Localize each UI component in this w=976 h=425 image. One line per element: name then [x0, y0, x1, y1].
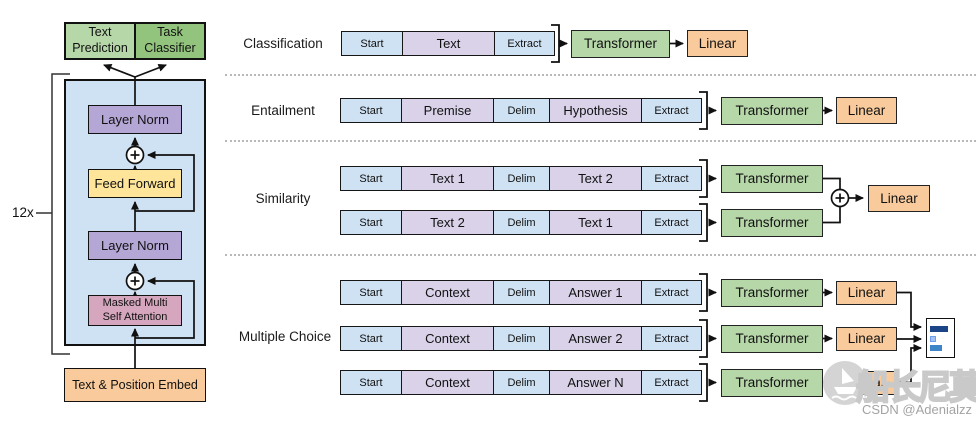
transformer-box: Transformer [721, 324, 823, 353]
token-start: Start [341, 371, 401, 394]
text-prediction-box: Text Prediction [66, 24, 136, 58]
token-row-classification: Start Text Extract [341, 31, 555, 56]
token-text1: Text 1 [401, 167, 493, 190]
linear-box: Linear [868, 184, 930, 212]
token-context: Context [401, 327, 493, 350]
transformer-box: Transformer [721, 96, 823, 125]
token-delim: Delim [493, 371, 549, 394]
transformer-box: Transformer [721, 368, 823, 397]
token-delim: Delim [493, 167, 549, 190]
bracket-classification [551, 24, 560, 63]
masked-attention-box: Masked Multi Self Attention [88, 295, 182, 326]
linear-box: Linear [836, 97, 897, 124]
token-extract: Extract [641, 281, 701, 304]
token-delim: Delim [493, 99, 549, 122]
token-row-choice-3: Start Context Delim Answer N Extract [340, 370, 702, 395]
transformer-box: Transformer [571, 29, 670, 58]
transformer-box: Transformer [721, 278, 823, 307]
token-row-similarity-1: Start Text 1 Delim Text 2 Extract [340, 166, 702, 191]
bracket-similarity-2 [699, 203, 708, 242]
token-row-choice-2: Start Context Delim Answer 2 Extract [340, 326, 702, 351]
token-extract: Extract [641, 99, 701, 122]
layer-norm-top-box: Layer Norm [88, 105, 182, 134]
token-row-choice-1: Start Context Delim Answer 1 Extract [340, 280, 702, 305]
token-start: Start [341, 327, 401, 350]
task-label-multiple-choice: Multiple Choice [238, 329, 332, 344]
token-extract: Extract [494, 32, 554, 55]
bracket-choice-2 [699, 319, 708, 358]
token-hypothesis: Hypothesis [549, 99, 641, 122]
token-delim: Delim [493, 327, 549, 350]
task-label-entailment: Entailment [251, 103, 315, 118]
task-label-similarity: Similarity [255, 191, 311, 206]
token-context: Context [401, 371, 493, 394]
task-classifier-box: Task Classifier [136, 24, 204, 58]
token-answer2: Answer 2 [549, 327, 641, 350]
repeat-count-label: 12x [12, 205, 34, 220]
token-premise: Premise [401, 99, 493, 122]
bracket-choice-3 [699, 363, 708, 402]
score-bar-3 [930, 345, 942, 351]
task-label-classification: Classification [243, 36, 323, 51]
transformer-box: Transformer [721, 208, 823, 237]
linear-box: Linear [836, 326, 897, 351]
token-delim: Delim [493, 211, 549, 234]
score-bar-1 [930, 326, 948, 332]
token-delim: Delim [493, 281, 549, 304]
token-answerN: Answer N [549, 371, 641, 394]
layer-norm-bottom-box: Layer Norm [88, 231, 182, 260]
token-text1: Text 1 [549, 211, 641, 234]
token-answer1: Answer 1 [549, 281, 641, 304]
token-extract: Extract [641, 327, 701, 350]
score-bar-2 [930, 336, 936, 342]
divider-dotted-1 [225, 74, 976, 76]
linear-box: Linear [836, 370, 897, 395]
token-start: Start [341, 211, 401, 234]
answer-score-box [926, 318, 955, 358]
transformer-box: Transformer [721, 164, 823, 193]
token-start: Start [341, 99, 401, 122]
token-extract: Extract [641, 211, 701, 234]
bracket-similarity-1 [699, 159, 708, 198]
token-row-similarity-2: Start Text 2 Delim Text 1 Extract [340, 210, 702, 235]
linear-box: Linear [836, 280, 897, 305]
linear-box: Linear [687, 30, 748, 57]
token-extract: Extract [641, 371, 701, 394]
token-start: Start [342, 32, 402, 55]
repeat-bracket [51, 73, 70, 355]
token-text2: Text 2 [549, 167, 641, 190]
token-start: Start [341, 281, 401, 304]
output-heads: Text Prediction Task Classifier [64, 22, 206, 60]
feed-forward-box: Feed Forward [88, 169, 182, 198]
token-extract: Extract [641, 167, 701, 190]
token-text: Text [402, 32, 494, 55]
token-row-entailment: Start Premise Delim Hypothesis Extract [340, 98, 702, 123]
token-start: Start [341, 167, 401, 190]
token-context: Context [401, 281, 493, 304]
bracket-entailment [699, 91, 708, 130]
divider-dotted-2 [225, 140, 976, 142]
embed-box: Text & Position Embed [64, 368, 206, 402]
token-text2: Text 2 [401, 211, 493, 234]
divider-dotted-3 [225, 254, 976, 256]
bracket-choice-1 [699, 273, 708, 312]
